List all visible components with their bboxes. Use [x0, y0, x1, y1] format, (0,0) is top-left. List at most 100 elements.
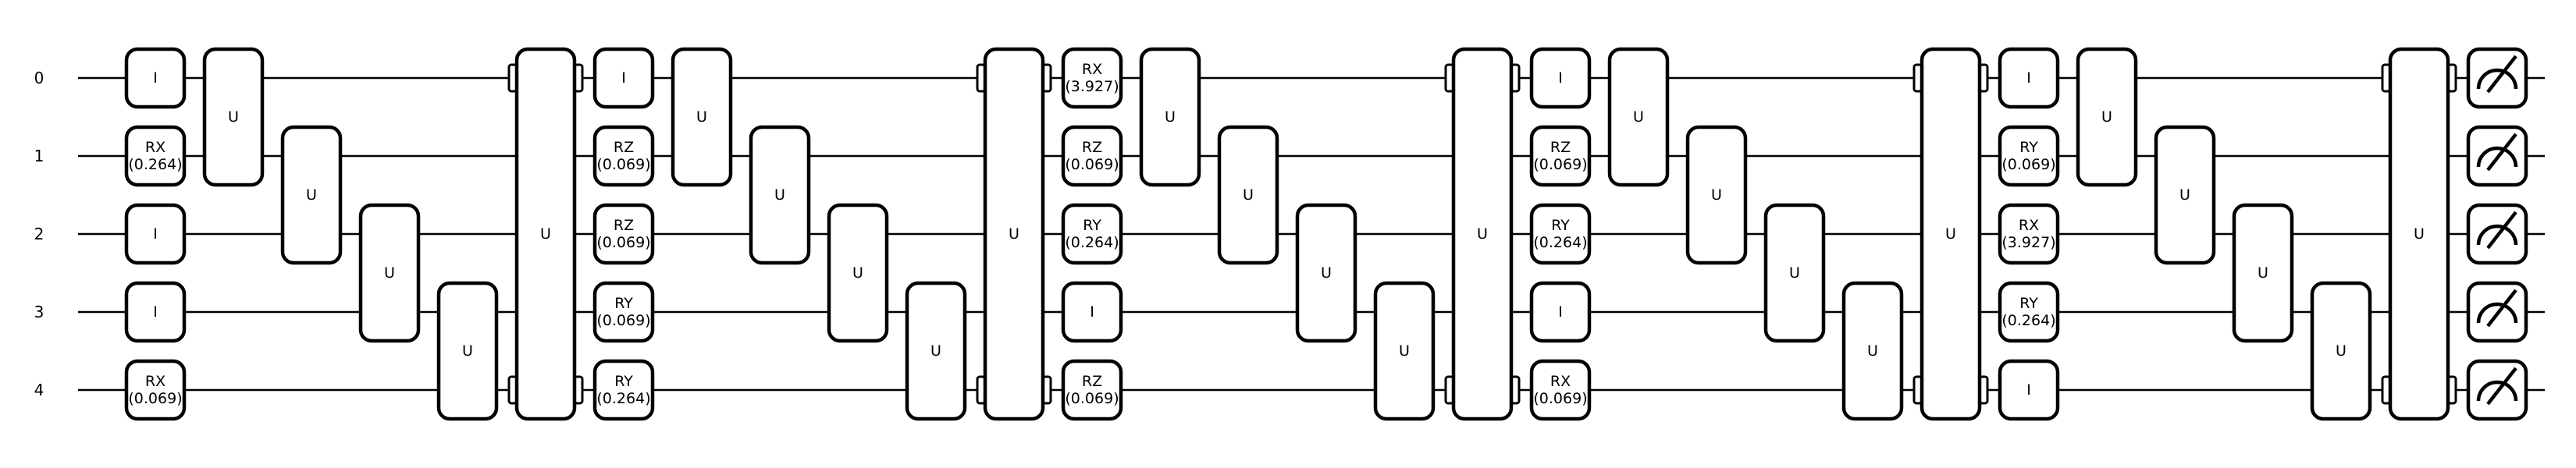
gate-box	[280, 125, 343, 265]
gate-u-two-qubit: U	[436, 281, 499, 421]
gate-param: (0.264)	[1533, 234, 1587, 251]
gate-param: (3.927)	[1065, 78, 1119, 95]
gate-u-two-qubit: U	[1763, 203, 1826, 343]
gate-name: I	[153, 303, 158, 321]
gate-box	[202, 47, 265, 187]
gate-box	[1061, 203, 1123, 265]
gate-ry: RY(0.264)	[1529, 203, 1592, 265]
gate-box	[1529, 203, 1592, 265]
gate-u-two-qubit: U	[1373, 281, 1436, 421]
gate-box	[1139, 47, 1201, 187]
gate-u-two-qubit: U	[1841, 281, 1904, 421]
gate-u-two-qubit: U	[905, 281, 967, 421]
gate-box	[1217, 125, 1279, 265]
gate-param: (0.264)	[1065, 234, 1119, 251]
gate-box	[1607, 47, 1670, 187]
gate-name: U	[2336, 342, 2347, 360]
meter-arc	[2476, 146, 2518, 168]
gate-box	[2388, 47, 2450, 421]
gate-name: RZ	[1550, 139, 1571, 156]
gate-i: I	[1529, 281, 1592, 343]
gate-box	[905, 281, 967, 421]
gate-box	[592, 281, 655, 343]
wire-label-2: 2	[34, 225, 44, 243]
gate-box	[592, 203, 655, 265]
gate-name: I	[2026, 381, 2031, 399]
gate-name: I	[153, 225, 158, 243]
gate-name: U	[2101, 108, 2112, 126]
gate-box	[671, 47, 733, 187]
gate-rx: RX(0.069)	[1529, 359, 1592, 421]
gate-name: U	[1399, 342, 1410, 360]
gate-box	[2232, 203, 2294, 343]
gate-box	[1529, 359, 1592, 421]
measurement	[2466, 281, 2528, 343]
gate-box	[592, 125, 655, 187]
gate-box	[827, 203, 889, 343]
gate-ry: RY(0.069)	[1998, 125, 2060, 187]
gate-name: U	[2179, 186, 2190, 204]
gate-param: (0.069)	[2001, 156, 2055, 173]
gate-box	[2076, 47, 2138, 187]
measurement	[2466, 125, 2528, 187]
meter-arc	[2476, 68, 2518, 90]
gate-box	[1061, 125, 1123, 187]
gate-name: U	[1009, 225, 1019, 243]
gate-rz: RZ(0.069)	[1529, 125, 1592, 187]
gate-u-two-qubit: U	[2154, 125, 2216, 265]
gate-name: U	[1711, 186, 1722, 204]
gate-param: (0.069)	[1533, 390, 1587, 407]
meter-arc	[2476, 224, 2518, 246]
gate-i: I	[1529, 47, 1592, 109]
gate-name: RY	[1551, 217, 1570, 234]
gate-u-two-qubit: U	[1217, 125, 1279, 265]
gate-box	[1061, 47, 1123, 109]
gate-rx: RX(3.927)	[1998, 203, 2060, 265]
gate-param: (0.069)	[596, 312, 650, 329]
gate-box	[436, 281, 499, 421]
gate-i: I	[1998, 359, 2060, 421]
gate-rz: RZ(0.069)	[592, 203, 655, 265]
gate-name: RY	[614, 373, 633, 390]
gate-name: I	[621, 69, 626, 87]
gate-box	[1373, 281, 1436, 421]
gate-name: U	[1165, 108, 1176, 126]
gate-box	[983, 47, 1045, 421]
gate-box	[1451, 47, 1514, 421]
gate-box	[124, 125, 187, 187]
gate-name: U	[306, 186, 317, 204]
meter-needle	[2486, 55, 2517, 94]
measurement	[2466, 359, 2528, 421]
gate-i: I	[1998, 47, 2060, 109]
meter-needle	[2486, 133, 2517, 172]
gate-name: RY	[2019, 139, 2038, 156]
wire-label-1: 1	[34, 147, 44, 165]
gate-rx: RX(3.927)	[1061, 47, 1123, 109]
gate-name: U	[696, 108, 707, 126]
gate-box	[1529, 125, 1592, 187]
gates-group: IRX(0.264)IIRX(0.069)UUUUUIRZ(0.069)RZ(0…	[124, 47, 2528, 421]
gate-box	[1061, 281, 1123, 343]
gate-name: RZ	[614, 217, 634, 234]
gate-name: U	[1789, 264, 1800, 282]
gate-rz: RZ(0.069)	[1061, 125, 1123, 187]
gate-name: RX	[2019, 217, 2039, 234]
gate-name: U	[774, 186, 785, 204]
gate-i: I	[592, 47, 655, 109]
gate-param: (0.264)	[596, 390, 650, 407]
gate-name: RZ	[1082, 139, 1102, 156]
gate-box	[1061, 359, 1123, 421]
meter-needle	[2486, 211, 2517, 250]
gate-box	[1295, 203, 1357, 343]
gate-name: U	[1321, 264, 1332, 282]
gate-u-two-qubit: U	[749, 125, 811, 265]
gate-u-two-qubit: U	[280, 125, 343, 265]
meter-needle	[2486, 367, 2517, 406]
gate-box	[514, 47, 577, 421]
gate-box	[1998, 203, 2060, 265]
gate-box	[592, 47, 655, 109]
gate-u-two-qubit: U	[1139, 47, 1201, 187]
meter-arc	[2476, 302, 2518, 324]
wire-label-0: 0	[34, 69, 44, 87]
